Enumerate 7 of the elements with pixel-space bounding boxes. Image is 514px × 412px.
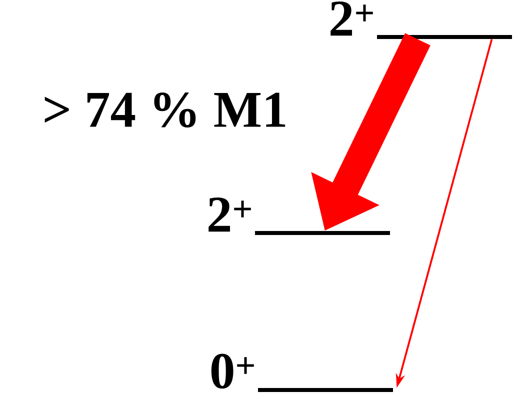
- energy-level: 2$^{+}$: [330, 1, 512, 39]
- edge-label: > 74 % M1: [44, 92, 286, 128]
- energy-level: 0$^{+}$: [211, 354, 393, 392]
- node-label: 2$^{+}$: [330, 1, 373, 36]
- node-label: 2$^{+}$: [208, 197, 251, 232]
- node-label: 0$^{+}$: [211, 354, 254, 389]
- energy-level: 2$^{+}$: [208, 197, 390, 235]
